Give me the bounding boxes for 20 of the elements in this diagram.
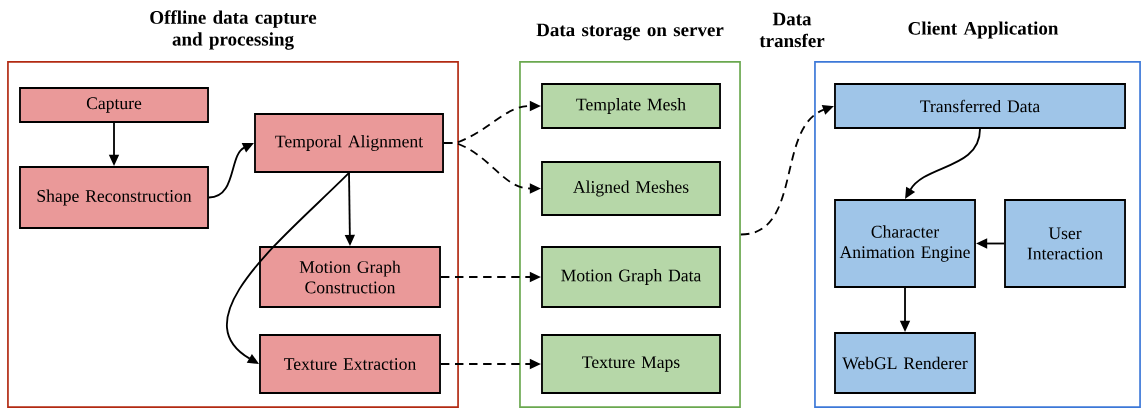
column-heading: Data transfer xyxy=(759,12,825,48)
process-box: Transferred Data xyxy=(834,83,1126,129)
group-heading: Data storage on server xyxy=(536,23,724,41)
process-box: Template Mesh xyxy=(541,83,721,129)
process-box: Temporal Alignment xyxy=(254,113,444,173)
process-box: Texture Maps xyxy=(541,334,721,394)
process-box: User Interaction xyxy=(1004,199,1126,288)
process-box: WebGL Renderer xyxy=(834,332,976,394)
process-box: Character Animation Engine xyxy=(834,199,976,288)
arrow xyxy=(226,172,350,364)
process-box: Capture xyxy=(19,87,209,123)
group-box xyxy=(7,10,459,408)
group-heading: Offline data capture and processing xyxy=(150,10,317,50)
process-box: Aligned Meshes xyxy=(541,161,721,216)
process-box: Shape Reconstruction xyxy=(19,166,209,229)
process-box: Texture Extraction xyxy=(259,334,441,394)
process-box: Motion Graph Data xyxy=(541,246,721,308)
group-box xyxy=(519,23,741,408)
process-box: Motion Graph Construction xyxy=(259,246,441,308)
group-heading: Client Application xyxy=(908,21,1059,39)
